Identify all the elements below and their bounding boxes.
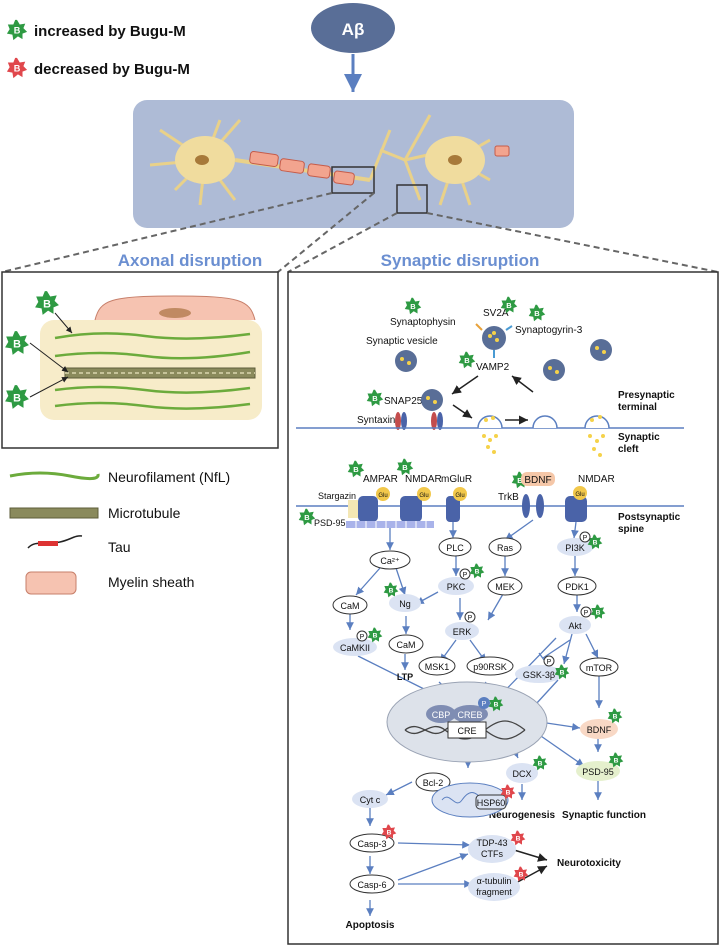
postsynaptic-label-2: spine [618,524,645,535]
vamp2-label: VAMP2 [476,362,510,373]
increased-badge-icon [6,19,28,41]
bdnf-label: BDNF [524,475,551,486]
node-gsk: GSK-3β [523,670,555,680]
legend-increased: increased by Bugu-M [34,23,186,40]
svg-text:P: P [468,615,473,622]
synaptic-vesicle-label: Synaptic vesicle [366,336,438,347]
cleft-label-1: Synaptic [618,432,660,443]
svg-text:Glu: Glu [575,492,584,498]
node-plc: PLC [446,543,464,553]
node-dcx: DCX [512,769,531,779]
node-ras: Ras [497,543,514,553]
abeta-node: Aβ [311,3,395,53]
node-ltp: LTP [397,672,413,682]
presynaptic-area: Synaptophysin SV2A Synaptogyrin-3 Synapt… [296,296,684,457]
legend-microtubule: Microtubule [108,505,181,521]
syntaxin-label: Syntaxin [357,415,395,426]
node-akt: Akt [568,621,582,631]
legend-decreased: decreased by Bugu-M [34,61,190,78]
node-erk: ERK [453,627,472,637]
synaptic-box [287,271,719,945]
nodes: Ca²⁺ PLC Ras PI3K P CaM Ng CaM PKC P MEK… [332,531,646,931]
svg-text:P: P [360,634,365,641]
node-bdnf2: BDNF [587,725,612,735]
node-casp3: Casp-3 [357,839,386,849]
postsynaptic-label-1: Postsynaptic [618,512,681,523]
node-msk1: MSK1 [425,662,450,672]
node-neurotoxicity: Neurotoxicity [557,858,621,869]
svg-text:Glu: Glu [378,493,387,499]
neuron-panel [133,100,574,228]
mglur-label: mGluR [441,474,472,485]
node-creb: CREB [457,710,482,720]
axon-legend: Neurofilament (NfL) Microtubule Tau Myel… [9,469,230,595]
node-psd95b: PSD-95 [582,767,614,777]
svg-text:P: P [584,610,589,617]
svg-text:Glu: Glu [419,493,428,499]
svg-text:Glu: Glu [455,493,464,499]
node-cre: CRE [457,726,476,736]
zoom-connectors [1,192,719,273]
node-cytc: Cyt c [360,795,381,805]
node-tdp-1: TDP-43 [476,838,507,848]
node-neurogenesis: Neurogenesis [489,810,556,821]
legend-neurofilament: Neurofilament (NfL) [108,469,230,485]
psd95-label: PSD-95 [314,518,346,528]
axonal-box [1,271,279,449]
synaptophysin-label: Synaptophysin [390,317,456,328]
node-casp6: Casp-6 [357,880,386,890]
decreased-badge-icon [6,57,28,79]
node-tdp-2: CTFs [481,849,503,859]
cleft-label-2: cleft [618,444,639,455]
sv2a-label: SV2A [483,308,509,319]
node-mtor: mTOR [586,663,613,673]
node-tub-2: fragment [476,887,512,897]
node-cam2: CaM [396,640,415,650]
snap25-label: SNAP25 [384,396,423,407]
svg-text:P: P [583,535,588,542]
ampar-label: AMPAR [363,474,398,485]
postsynaptic-area: AMPAR NMDAR mGluR BDNF TrkB NMDAR Starga… [296,458,684,535]
node-synaptic-function: Synaptic function [562,810,646,821]
node-tub-1: α-tubulin [477,876,512,886]
nmdar1-label: NMDAR [405,474,442,485]
legend: increased by Bugu-M decreased by Bugu-M [6,19,190,79]
legend-myelin: Myelin sheath [108,574,194,590]
node-ca: Ca²⁺ [380,556,400,566]
abeta-label: Aβ [342,20,365,39]
trkb-label: TrkB [498,492,519,503]
node-pdk1: PDK1 [565,582,589,592]
legend-tau: Tau [108,539,131,555]
node-bcl2: Bcl-2 [423,778,444,788]
node-mek: MEK [495,582,515,592]
axonal-title: Axonal disruption [118,251,263,270]
node-ng: Ng [399,599,411,609]
nmdar2-label: NMDAR [578,474,615,485]
node-cbp: CBP [432,710,451,720]
synaptic-title: Synaptic disruption [381,251,540,270]
node-p90rsk: p90RSK [473,662,507,672]
svg-text:P: P [482,701,487,708]
svg-text:P: P [463,572,468,579]
stargazin-label: Stargazin [318,491,356,501]
presynaptic-label-1: Presynaptic [618,390,675,401]
node-pi3k: PI3K [565,543,585,553]
node-cam1: CaM [340,601,359,611]
node-hsp60: HSP60 [477,798,506,808]
node-apoptosis: Apoptosis [346,920,395,931]
presynaptic-label-2: terminal [618,402,657,413]
node-camkii: CaMKII [340,643,370,653]
svg-text:P: P [547,659,552,666]
node-pkc: PKC [447,582,466,592]
synaptogyrin-label: Synaptogyrin-3 [515,325,583,336]
